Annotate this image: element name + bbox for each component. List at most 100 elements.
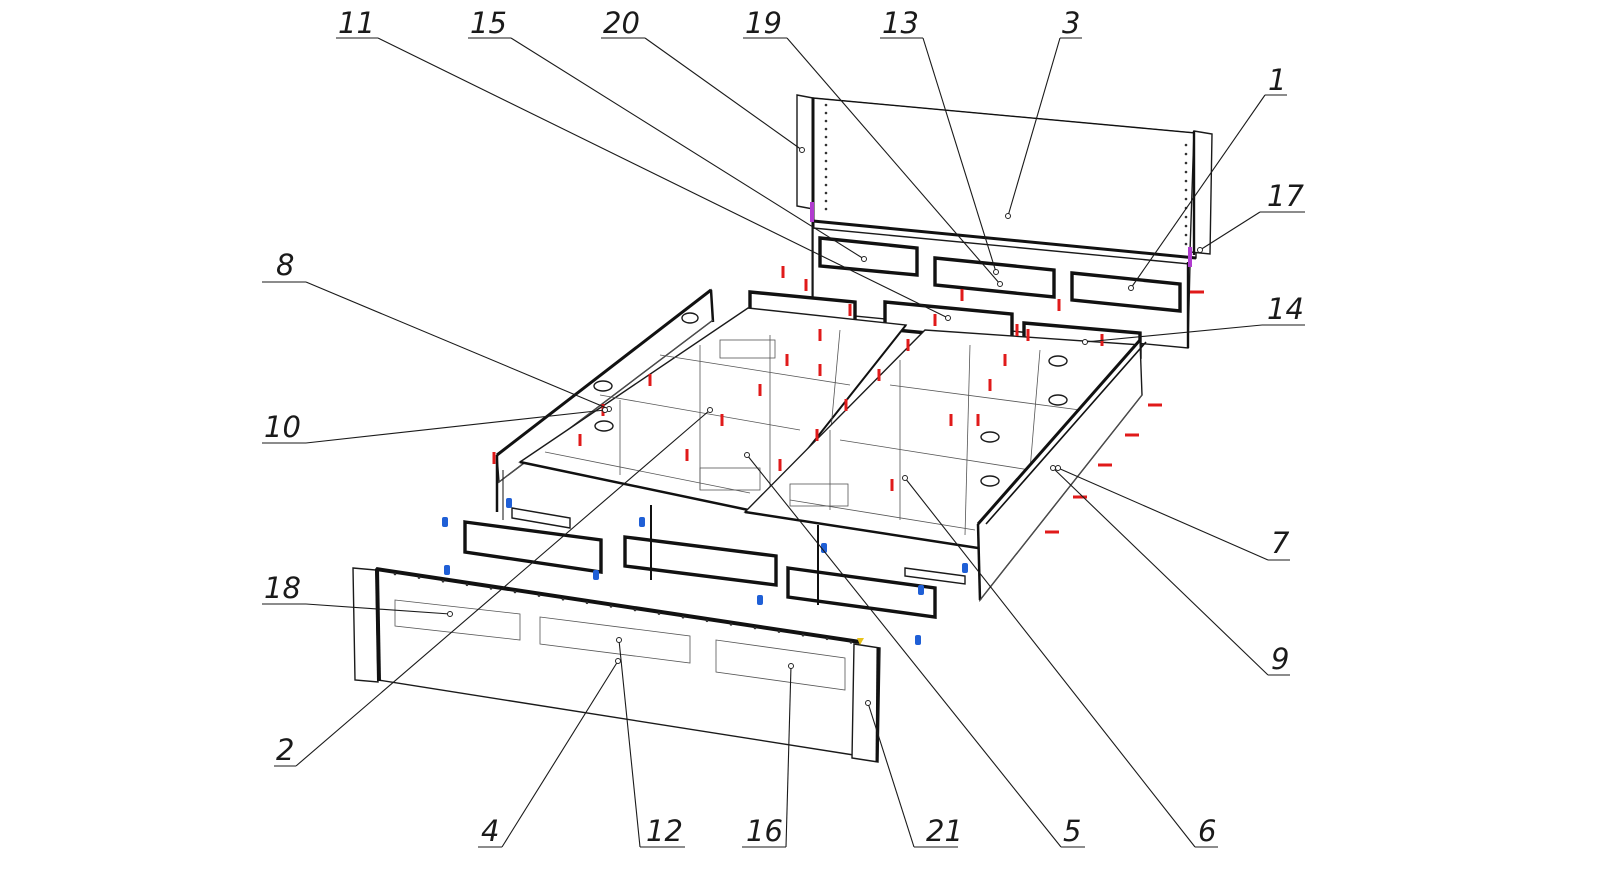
fastener-pin-24 [1003,354,1007,366]
screw-hole-9 [824,167,828,171]
callout-6: 6 [1198,814,1216,848]
screw-hole-42 [753,626,757,630]
headboard-assembly [796,94,1213,349]
callout-10: 10 [264,410,301,444]
screw-hole-32 [513,590,517,594]
fastener-pin-38 [593,570,599,580]
fastener-pin-23 [988,379,992,391]
headboard-left-post [796,94,814,210]
screw-hole-30 [465,583,469,587]
screw-hole-24 [1184,224,1188,228]
screw-hole-7 [824,151,828,155]
callout-8: 8 [276,248,294,282]
fastener-pin-7 [1057,299,1061,311]
screw-hole-33 [537,594,541,597]
fastener-pin-21 [720,414,724,426]
screw-hole-26 [1184,242,1188,246]
fastener-pin-8 [818,329,822,341]
screw-hole-20 [1184,188,1188,192]
fastener-pin-47 [1188,247,1192,267]
fastener-pin-1 [781,266,785,278]
footboard-left-post [352,567,379,683]
screw-hole-37 [633,608,637,612]
fastener-pin-35 [1190,290,1204,294]
fastener-pin-36 [442,517,448,527]
headboard-top-edge [812,97,1197,134]
left-rail-back [709,289,715,323]
fastener-pin-18 [648,374,652,386]
fastener-pin-9 [906,339,910,351]
front-cross-rails [463,505,966,619]
screw-hole-41 [729,623,733,626]
front-rail-left [463,520,603,574]
fastener-pin-5 [960,289,964,301]
fastener-pin-4 [933,314,937,326]
fastener-pin-15 [758,384,762,396]
grommet-1 [593,380,613,392]
screw-hole-18 [1184,170,1188,174]
callout-13: 13 [882,6,919,40]
callout-7: 7 [1271,526,1290,560]
screw-hole-23 [1184,215,1188,219]
grommet-3 [681,312,699,324]
left-base-front-edge [519,460,759,514]
fastener-pin-26 [1026,329,1030,341]
fastener-pin-6 [1015,324,1019,336]
grommet-7 [980,475,1000,487]
callout-3: 3 [1062,6,1080,40]
right-base-front-edge [744,510,979,550]
fastener-pin-34 [1045,530,1059,534]
fastener-pin-10 [877,369,881,381]
headboard-right-post [1189,130,1213,255]
fastener-pin-19 [578,434,582,446]
footboard-slot-right [715,639,846,691]
fastener-pin-43 [821,543,827,553]
grommet-2 [594,420,614,432]
callout-14: 14 [1267,292,1304,326]
callout-16: 16 [746,814,783,848]
screw-hole-2 [824,111,828,115]
right-rail-lower-edge [979,394,1143,601]
fastener-pin-16 [818,364,822,376]
fastener-pin-12 [815,429,819,441]
screw-hole-45 [825,637,829,641]
footboard-right-edge [875,647,880,763]
headboard-slot-right [1070,271,1182,313]
fastener-pin-25 [976,414,980,426]
screw-hole-39 [681,615,685,619]
fastener-pin-2 [804,279,808,291]
callout-19: 19 [745,6,782,40]
right-rail-front [976,523,982,601]
screw-hole-12 [824,191,828,195]
footboard-left-edge [375,568,381,682]
fastener-pin-39 [757,595,763,605]
screw-hole-35 [585,601,589,605]
screw-hole-29 [441,579,445,583]
fastener-pin-13 [778,459,782,471]
fastener-pin-22 [949,414,953,426]
callout-11: 11 [338,6,375,40]
screw-hole-19 [1184,179,1188,183]
screw-hole-21 [1184,197,1188,201]
screw-hole-8 [824,159,828,163]
fastener-pin-40 [918,585,924,595]
screw-hole-16 [1184,152,1188,156]
fastener-pin-17 [785,354,789,366]
fastener-pin-32 [1098,463,1112,467]
front-rail-right [786,566,937,619]
callout-18: 18 [264,571,301,605]
fastener-pin-44 [962,563,968,573]
callout-1: 1 [1268,63,1286,97]
screw-hole-34 [561,597,565,601]
headboard-bottom-edge [812,219,1197,260]
callout-21: 21 [926,814,963,848]
screw-hole-10 [824,175,828,179]
right-base-panel [743,329,1144,550]
bracket-right [904,567,966,585]
callout-2: 2 [276,733,294,767]
fastener-pin-29 [492,452,496,464]
fastener-pin-37 [444,565,450,575]
front-rail-middle [623,535,778,587]
screw-hole-38 [657,612,661,615]
